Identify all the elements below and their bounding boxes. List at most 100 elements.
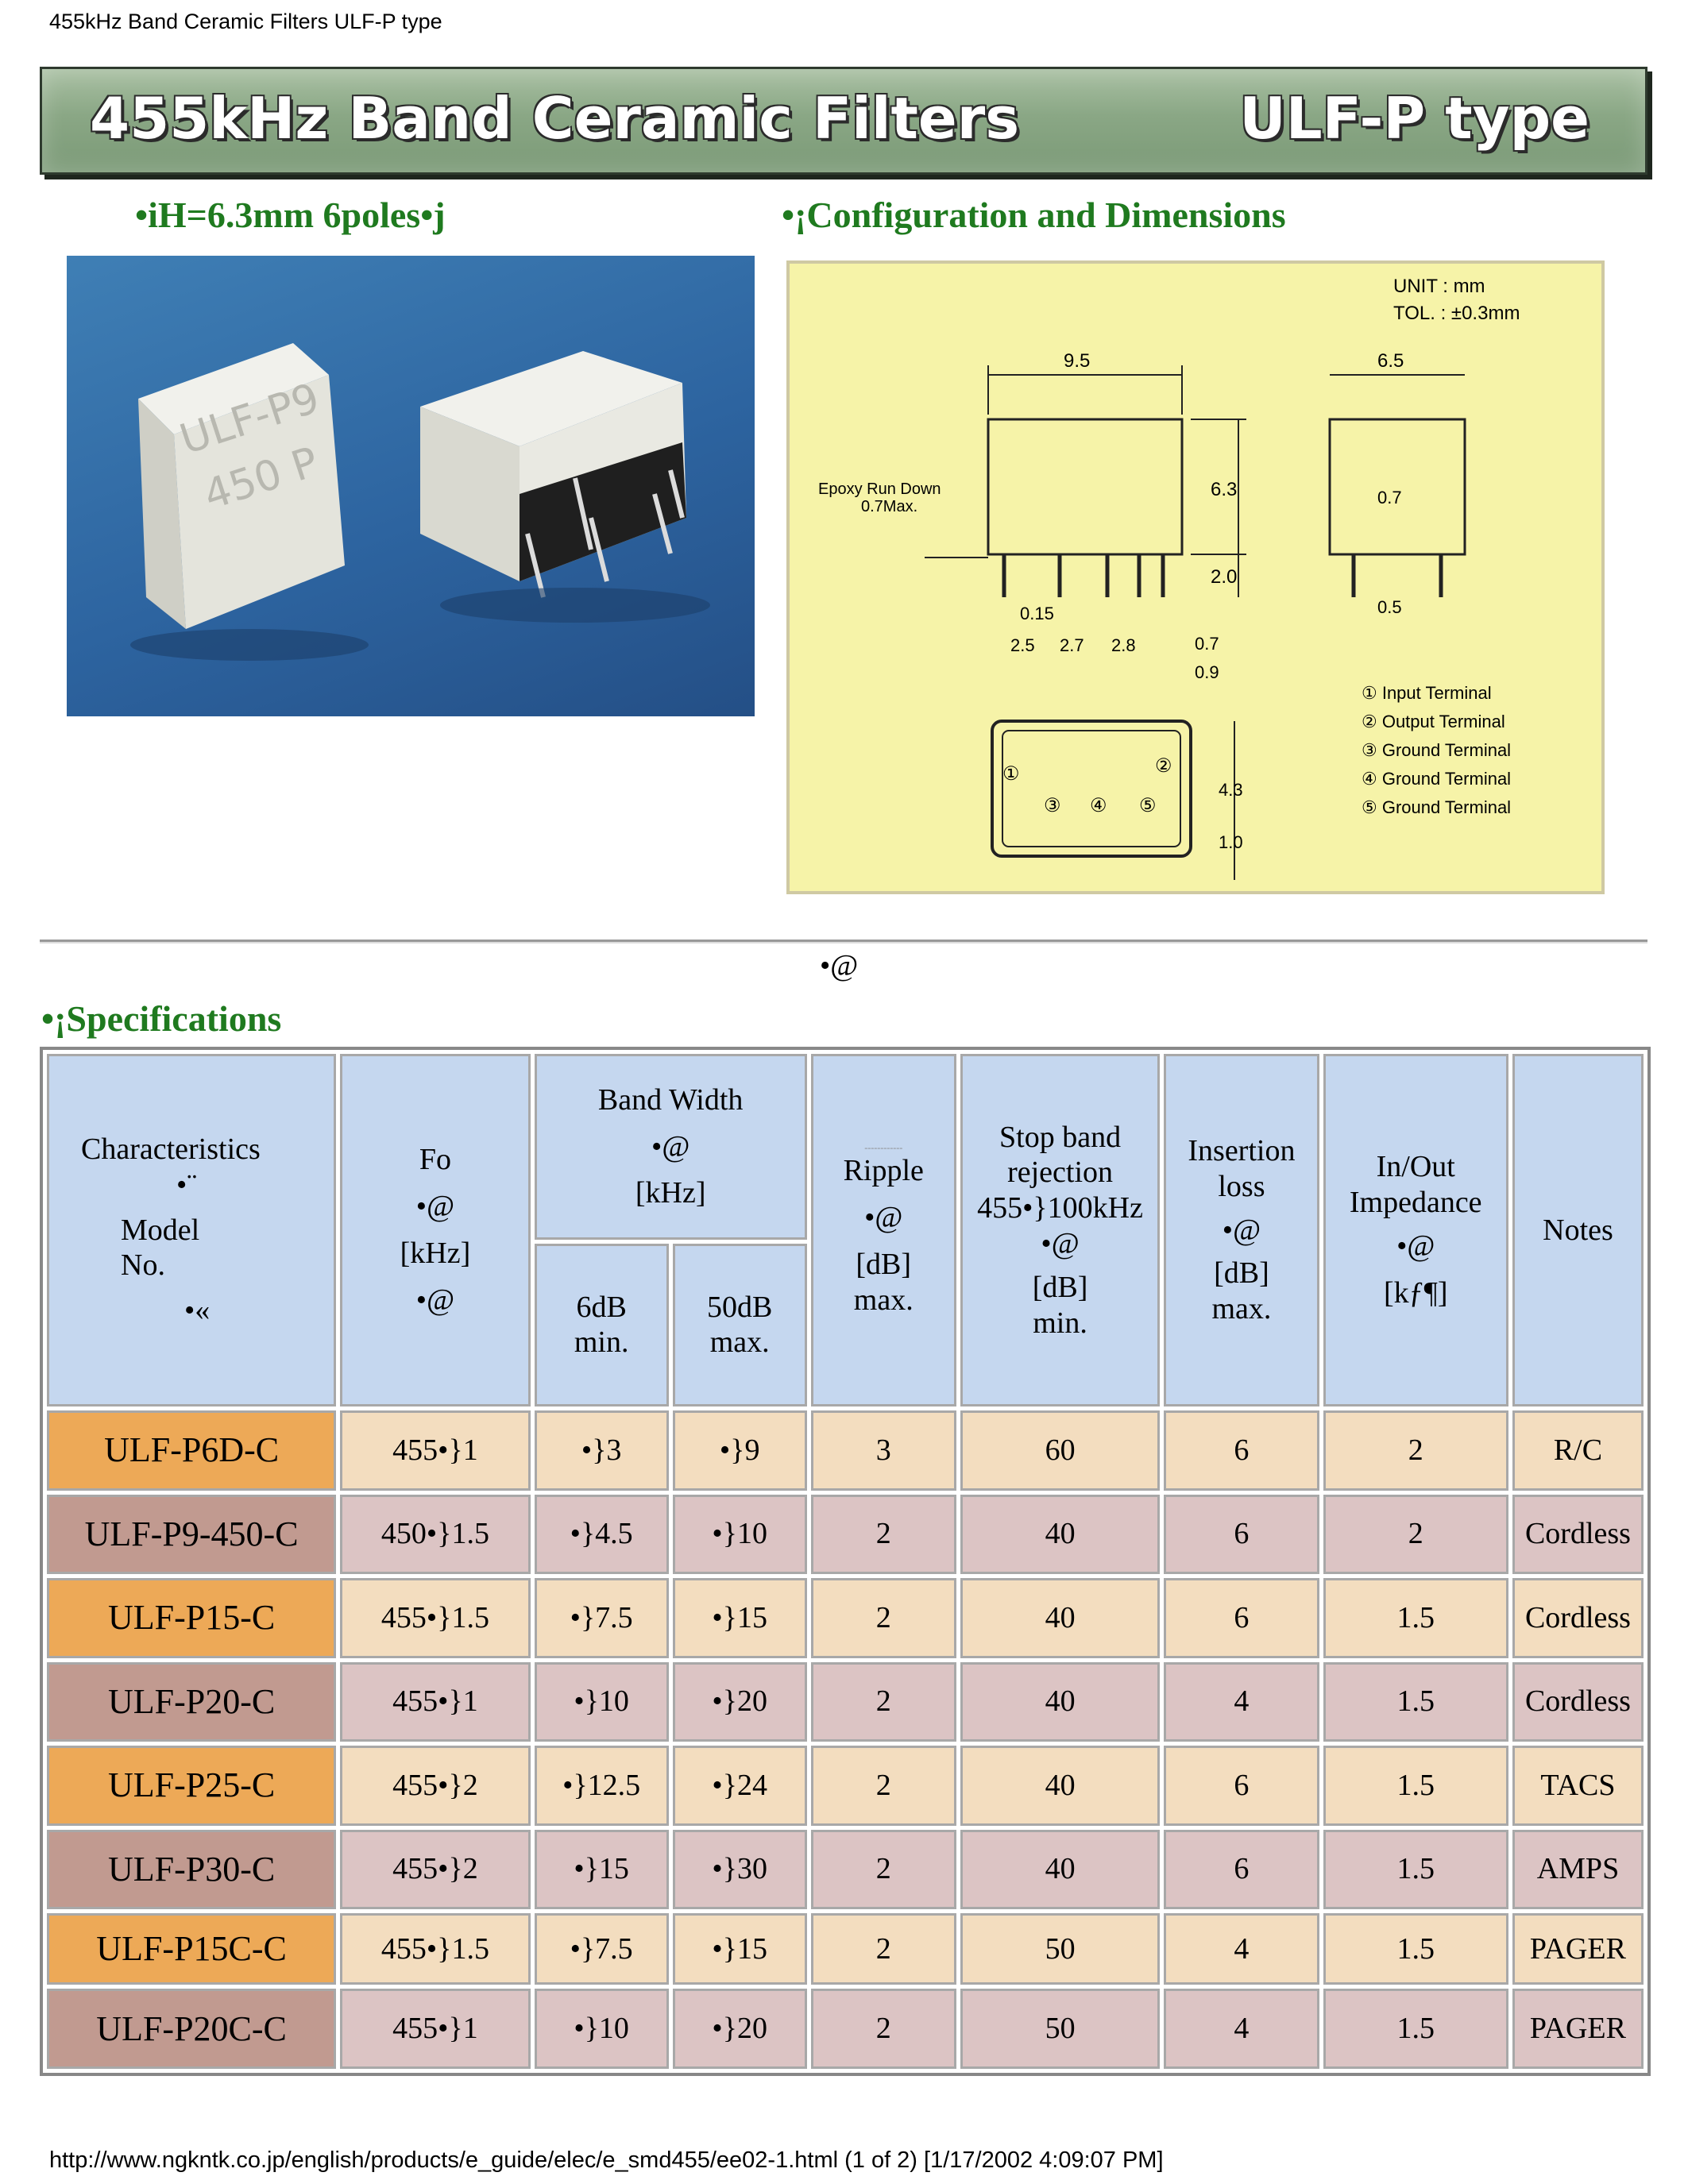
cell-notes: R/C <box>1512 1410 1644 1491</box>
epoxy-note-2: 0.7Max. <box>861 498 917 515</box>
header-ripple: ------------ Ripple •@ [dB] max. <box>810 1054 956 1407</box>
cell-bw50: •}9 <box>672 1410 807 1491</box>
cell-bw6: •}15 <box>534 1829 669 1910</box>
cell-notes: PAGER <box>1512 1913 1644 1985</box>
pin-mark-2: ② <box>1155 755 1172 777</box>
cell-model: ULF-P20C-C <box>47 1989 337 2069</box>
cell-ripple: 2 <box>810 1829 956 1910</box>
header-fo: Fo •@ [kHz] •@ <box>340 1054 531 1407</box>
cell-notes: AMPS <box>1512 1829 1644 1910</box>
table-row: ULF-P30-C 455•}2 •}15 •}30 2 40 6 1.5 AM… <box>47 1829 1644 1910</box>
cell-bw50: •}30 <box>672 1829 807 1910</box>
cell-impedance: 2 <box>1323 1494 1508 1575</box>
cell-bw6: •}4.5 <box>534 1494 669 1575</box>
table-row: ULF-P20C-C 455•}1 •}10 •}20 2 50 4 1.5 P… <box>47 1989 1644 2069</box>
dim-h1: 4.3 <box>1219 780 1243 800</box>
dim-lead-thick: 0.7 <box>1377 488 1402 507</box>
cell-insertion: 6 <box>1164 1829 1319 1910</box>
dim-p1: 2.5 <box>1010 635 1035 655</box>
spacer-mark: •@ <box>820 949 859 982</box>
cell-impedance: 1.5 <box>1323 1829 1508 1910</box>
header-bw-50db: 50dB max. <box>672 1243 807 1407</box>
cell-model: ULF-P20-C <box>47 1661 337 1742</box>
cell-bw50: •}15 <box>672 1578 807 1658</box>
cell-notes: Cordless <box>1512 1578 1644 1658</box>
specs-heading: •¡Specifications <box>41 998 282 1039</box>
cell-ripple: 3 <box>810 1410 956 1491</box>
dim-lead-w: 0.5 <box>1377 597 1402 617</box>
cell-bw50: •}24 <box>672 1746 807 1826</box>
cell-model: ULF-P9-450-C <box>47 1494 337 1575</box>
header-stopband: Stop band rejection 455•}100kHz •@ [dB] … <box>960 1054 1161 1407</box>
table-row: ULF-P6D-C 455•}1 •}3 •}9 3 60 6 2 R/C <box>47 1410 1644 1491</box>
cell-bw6: •}3 <box>534 1410 669 1491</box>
dim-p5: 0.9 <box>1195 662 1219 682</box>
print-footer: http://www.ngkntk.co.jp/english/products… <box>49 2147 1164 2173</box>
header-characteristics: Characteristics •¨ Model No. •« <box>47 1054 337 1407</box>
table-row: ULF-P20-C 455•}1 •}10 •}20 2 40 4 1.5 Co… <box>47 1661 1644 1742</box>
cell-stopband: 40 <box>960 1578 1161 1658</box>
cell-stopband: 50 <box>960 1913 1161 1985</box>
header-insertion-loss: Insertion loss •@ [dB] max. <box>1164 1054 1319 1407</box>
cell-ripple: 2 <box>810 1913 956 1985</box>
cell-stopband: 40 <box>960 1494 1161 1575</box>
cell-notes: Cordless <box>1512 1661 1644 1742</box>
section-divider <box>40 940 1647 942</box>
cell-ripple: 2 <box>810 1661 956 1742</box>
cell-stopband: 60 <box>960 1410 1161 1491</box>
dim-depth: 6.5 <box>1377 350 1404 372</box>
tolerance-label: TOL. : ±0.3mm <box>1393 303 1520 324</box>
cell-insertion: 6 <box>1164 1746 1319 1826</box>
product-photo: ULF-P9 450 P <box>67 256 755 716</box>
title-banner: 455kHz Band Ceramic Filters ULF-P type <box>40 67 1647 175</box>
dim-width: 9.5 <box>1064 350 1090 372</box>
photo-heading: •iH=6.3mm 6poles•j <box>135 195 446 235</box>
cell-model: ULF-P30-C <box>47 1829 337 1910</box>
filter-photo-graphic: ULF-P9 450 P <box>130 343 710 661</box>
cell-bw6: •}10 <box>534 1661 669 1742</box>
pin-mark-5: ⑤ <box>1139 795 1157 816</box>
dim-height: 6.3 <box>1211 479 1237 500</box>
header-bandwidth: Band Width •@ [kHz] <box>534 1054 807 1240</box>
cell-bw6: •}7.5 <box>534 1913 669 1985</box>
dim-p3: 2.8 <box>1111 635 1136 655</box>
dim-p2: 2.7 <box>1060 635 1084 655</box>
cell-stopband: 40 <box>960 1746 1161 1826</box>
cell-ripple: 2 <box>810 1578 956 1658</box>
pin-mark-3: ③ <box>1044 795 1061 816</box>
cell-notes: Cordless <box>1512 1494 1644 1575</box>
cell-model: ULF-P6D-C <box>47 1410 337 1491</box>
cell-fo: 455•}1.5 <box>340 1578 531 1658</box>
config-heading: •¡Configuration and Dimensions <box>782 195 1286 235</box>
specifications-table: Characteristics •¨ Model No. •« Fo •@ [k… <box>40 1047 1651 2076</box>
header-notes: Notes <box>1512 1054 1644 1407</box>
banner-title: 455kHz Band Ceramic Filters <box>90 85 1020 152</box>
cell-ripple: 2 <box>810 1746 956 1826</box>
table-row: ULF-P25-C 455•}2 •}12.5 •}24 2 40 6 1.5 … <box>47 1746 1644 1826</box>
terminal-2: ② Output Terminal <box>1362 712 1505 731</box>
cell-fo: 455•}2 <box>340 1746 531 1826</box>
cell-impedance: 1.5 <box>1323 1661 1508 1742</box>
print-header: 455kHz Band Ceramic Filters ULF-P type <box>49 10 442 33</box>
terminal-1: ① Input Terminal <box>1362 683 1492 703</box>
cell-impedance: 1.5 <box>1323 1578 1508 1658</box>
terminal-3: ③ Ground Terminal <box>1362 740 1511 760</box>
banner-type: ULF-P type <box>1239 85 1590 152</box>
pin-mark-4: ④ <box>1090 795 1107 816</box>
cell-insertion: 4 <box>1164 1989 1319 2069</box>
table-row: ULF-P15C-C 455•}1.5 •}7.5 •}15 2 50 4 1.… <box>47 1913 1644 1985</box>
cell-bw50: •}15 <box>672 1913 807 1985</box>
cell-ripple: 2 <box>810 1989 956 2069</box>
table-row: ULF-P9-450-C 450•}1.5 •}4.5 •}10 2 40 6 … <box>47 1494 1644 1575</box>
header-impedance: In/Out Impedance •@ [kƒ¶] <box>1323 1054 1508 1407</box>
dimension-drawing: UNIT : mm TOL. : ±0.3mm 9.5 6.3 2.0 Epox… <box>818 276 1520 880</box>
cell-impedance: 1.5 <box>1323 1746 1508 1826</box>
cell-stopband: 40 <box>960 1829 1161 1910</box>
dim-lead: 2.0 <box>1211 566 1237 588</box>
dim-gap: 0.15 <box>1020 604 1054 623</box>
cell-insertion: 6 <box>1164 1410 1319 1491</box>
dimension-diagram: UNIT : mm TOL. : ±0.3mm 9.5 6.3 2.0 Epox… <box>786 260 1605 894</box>
cell-bw6: •}12.5 <box>534 1746 669 1826</box>
cell-insertion: 6 <box>1164 1578 1319 1658</box>
cell-ripple: 2 <box>810 1494 956 1575</box>
